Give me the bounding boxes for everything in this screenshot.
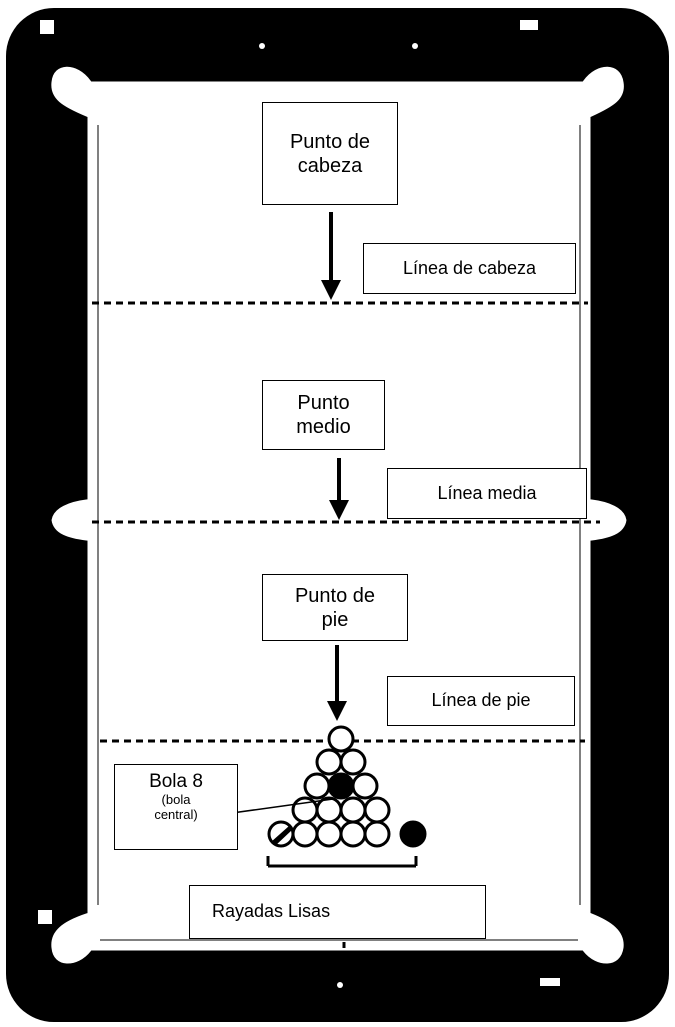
corner-mark-tr	[520, 20, 538, 30]
ball	[315, 748, 343, 776]
ball	[303, 772, 331, 800]
foot-spot-label: Punto de pie	[262, 574, 408, 641]
ball	[363, 820, 391, 848]
center-spot-arrow	[329, 458, 349, 520]
sight-dot	[337, 982, 343, 988]
corner-mark-br	[540, 978, 560, 986]
head-spot-line2: cabeza	[297, 154, 363, 177]
head-line-text: Línea de cabeza	[402, 257, 537, 278]
eight-ball-title: Bola 8	[149, 771, 203, 792]
ball	[291, 820, 319, 848]
corner-mark-bl	[38, 910, 52, 924]
ball-groups-label: Rayadas Lisas	[189, 885, 486, 939]
ball	[363, 796, 391, 824]
rack-bracket	[266, 856, 418, 868]
head-spot-line1: Punto de	[289, 130, 371, 153]
center-spot-line1: Punto	[297, 392, 350, 414]
center-spot-label: Punto medio	[262, 380, 385, 450]
sight-dot	[259, 43, 265, 49]
center-spot-line2: medio	[296, 416, 351, 438]
eight-ball-sub1: (bola	[161, 792, 191, 807]
ball	[315, 796, 343, 824]
head-line-label: Línea de cabeza	[363, 243, 576, 294]
eight-ball-pointer	[231, 798, 334, 814]
head-spot-label: Punto de cabeza	[262, 102, 398, 205]
foot-spot-arrow	[327, 645, 347, 721]
ball	[315, 820, 343, 848]
eight-ball	[327, 772, 355, 800]
corner-mark-tl	[40, 20, 54, 34]
eight-ball-label: Bola 8 (bola central)	[114, 764, 238, 850]
ball	[351, 772, 379, 800]
foot-line-text: Línea de pie	[431, 690, 531, 711]
center-line-label: Línea media	[387, 468, 587, 519]
stripe-mark	[271, 826, 292, 846]
ball-rack	[267, 725, 427, 848]
foot-spot-line2: pie	[321, 608, 349, 631]
foot-spot-line1: Punto de	[294, 584, 376, 607]
ball	[339, 748, 367, 776]
ball	[339, 796, 367, 824]
ball	[327, 725, 355, 753]
center-line-text: Línea media	[437, 482, 537, 503]
ball-groups-text: Rayadas Lisas	[212, 901, 331, 922]
eight-ball-sub2: central)	[154, 806, 198, 822]
foot-line-label: Línea de pie	[387, 676, 575, 726]
head-spot-arrow	[321, 212, 341, 300]
solid-corner-ball	[399, 820, 427, 848]
ball	[339, 820, 367, 848]
sight-dot	[412, 43, 418, 49]
